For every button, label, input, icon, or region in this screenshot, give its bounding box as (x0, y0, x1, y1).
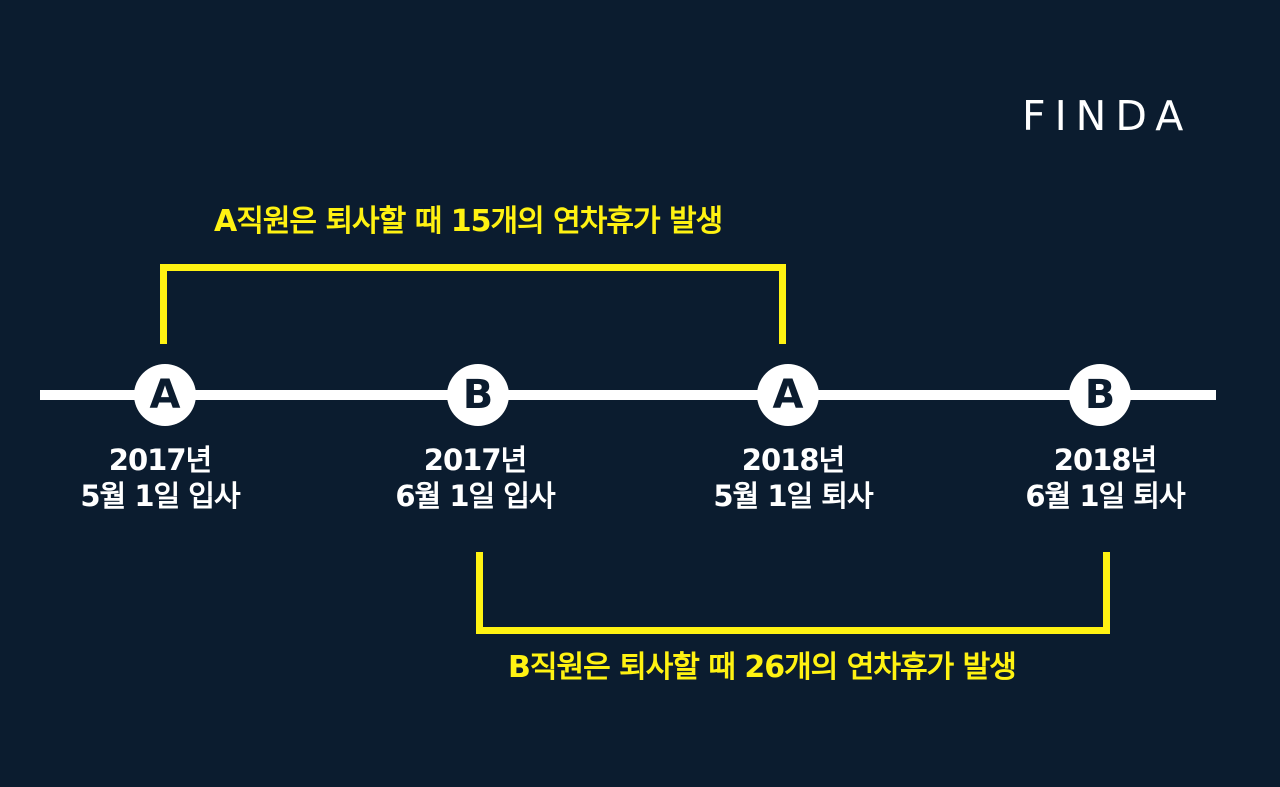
marker-a-start: A (134, 364, 196, 426)
marker-b-end: B (1069, 364, 1131, 426)
date-label-b-end: 2018년 6월 1일 퇴사 (985, 442, 1225, 514)
timeline-line (40, 390, 1216, 400)
bracket-employee-b (476, 552, 1110, 634)
date-label-a-end: 2018년 5월 1일 퇴사 (673, 442, 913, 514)
bracket-employee-a (160, 264, 786, 344)
date-year: 2017년 (108, 443, 212, 477)
finda-logo: FINDA (1022, 92, 1193, 140)
date-year: 2018년 (1053, 443, 1157, 477)
marker-a-end: A (757, 364, 819, 426)
date-label-a-start: 2017년 5월 1일 입사 (40, 442, 280, 514)
date-event: 5월 1일 퇴사 (713, 479, 873, 513)
date-year: 2017년 (423, 443, 527, 477)
marker-b-start: B (447, 364, 509, 426)
date-event: 6월 1일 퇴사 (1025, 479, 1185, 513)
date-event: 5월 1일 입사 (80, 479, 240, 513)
caption-employee-b: B직원은 퇴사할 때 26개의 연차휴가 발생 (508, 650, 1017, 685)
date-year: 2018년 (741, 443, 845, 477)
date-event: 6월 1일 입사 (395, 479, 555, 513)
caption-employee-a: A직원은 퇴사할 때 15개의 연차휴가 발생 (214, 204, 723, 239)
date-label-b-start: 2017년 6월 1일 입사 (355, 442, 595, 514)
